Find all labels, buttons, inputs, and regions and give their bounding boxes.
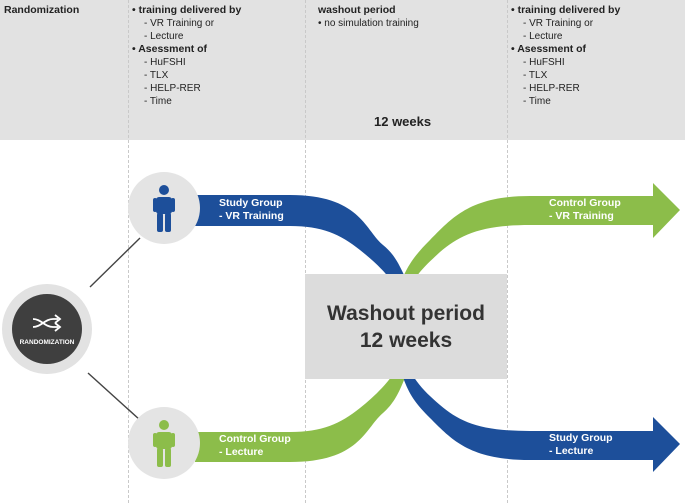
control-group-lecture-flow xyxy=(195,358,404,462)
flow-label-control-vr: Control Group - VR Training xyxy=(549,197,621,223)
list-item: - TLX xyxy=(523,70,548,81)
list-item: - VR Training or xyxy=(144,18,215,29)
list-item: - VR Training or xyxy=(523,18,594,29)
flow-label-line: - VR Training xyxy=(219,210,284,222)
connector-line xyxy=(87,372,141,421)
person-icon-green xyxy=(153,420,175,467)
flow-label-study-lecture: Study Group - Lecture xyxy=(549,432,613,458)
list-item: - HuFSHI xyxy=(523,57,565,68)
study-group-vr-flow xyxy=(195,195,404,300)
flow-label-control-lecture: Control Group - Lecture xyxy=(219,433,291,459)
header-col-randomization: Randomization xyxy=(4,4,79,17)
flow-label-line: Study Group xyxy=(219,197,283,209)
list-item: - HuFSHI xyxy=(144,57,186,68)
randomization-badge: RANDOMIZATION xyxy=(12,294,82,364)
assessment-bullet: • Asessment of xyxy=(132,43,208,55)
flow-label-study-vr: Study Group - VR Training xyxy=(219,197,284,223)
column-divider xyxy=(128,0,129,503)
assessment-bullet: • Asessment of xyxy=(511,43,587,55)
list-item: - HELP-RER xyxy=(144,83,201,94)
randomization-label: RANDOMIZATION xyxy=(19,339,75,346)
washout-weeks: 12 weeks xyxy=(374,114,432,129)
column-divider xyxy=(507,0,508,503)
training-bullet: • training delivered by xyxy=(132,4,242,16)
flow-label-line: Control Group xyxy=(219,433,291,445)
list-item: - HELP-RER xyxy=(523,83,580,94)
connector-line xyxy=(89,237,141,288)
study-group-node xyxy=(128,172,200,244)
header-col-first-phase: • training delivered by - VR Training or… xyxy=(132,4,241,108)
training-bullet: • training delivered by xyxy=(511,4,621,16)
header-band xyxy=(0,0,685,140)
flow-label-line: - Lecture xyxy=(549,445,594,457)
header-col-second-phase: • training delivered by - VR Training or… xyxy=(511,4,620,108)
header-col-washout: washout period • no simulation training xyxy=(318,4,419,30)
list-item: - Time xyxy=(144,96,172,107)
washout-period-box: Washout period 12 weeks xyxy=(305,274,507,379)
flow-label-line: - VR Training xyxy=(549,210,614,222)
flow-label-line: - Lecture xyxy=(219,446,264,458)
list-item: - TLX xyxy=(144,70,169,81)
column-divider xyxy=(305,0,306,503)
control-group-node xyxy=(128,407,200,479)
control-group-vr-arrow xyxy=(404,183,680,300)
washout-duration: 12 weeks xyxy=(359,328,453,352)
flow-label-line: Control Group xyxy=(549,197,621,209)
washout-heading: washout period xyxy=(318,4,396,16)
washout-title: Washout period xyxy=(327,301,485,325)
shuffle-icon xyxy=(32,314,62,332)
study-group-lecture-arrow xyxy=(404,358,680,472)
flow-label-line: Study Group xyxy=(549,432,613,444)
list-item: - Lecture xyxy=(144,31,184,42)
person-icon-blue xyxy=(153,185,175,232)
list-item: • no simulation training xyxy=(318,18,419,29)
randomization-heading: Randomization xyxy=(4,4,80,16)
list-item: - Lecture xyxy=(523,31,563,42)
list-item: - Time xyxy=(523,96,551,107)
randomization-node: RANDOMIZATION xyxy=(2,284,92,374)
